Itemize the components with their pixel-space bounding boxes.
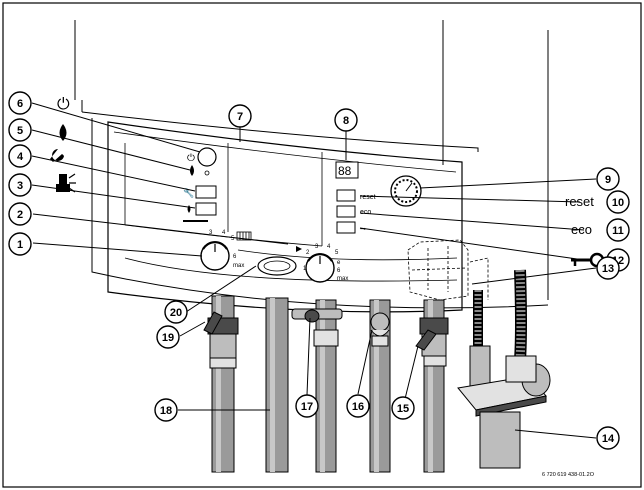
callout-20: 20 xyxy=(164,300,188,324)
svg-text:20: 20 xyxy=(170,307,182,319)
svg-text:19: 19 xyxy=(162,332,174,344)
power-button[interactable] xyxy=(197,147,217,167)
wrench-icon xyxy=(50,149,64,162)
callout-6: 6 xyxy=(8,91,32,115)
dial-right-mark-6: 6 xyxy=(337,268,341,274)
dial-right-mark-2: 2 xyxy=(306,250,310,256)
dial-right-mark-e: e xyxy=(337,260,341,266)
tap-symbol xyxy=(296,246,302,252)
callout-4: 4 xyxy=(8,144,32,168)
service-button[interactable] xyxy=(195,185,217,199)
service-valve-left[interactable] xyxy=(203,311,239,369)
svg-text:7: 7 xyxy=(237,111,243,123)
pipe-hot-water xyxy=(315,299,337,473)
callout-19: 19 xyxy=(156,325,180,349)
dial-left-mark-3: 3 xyxy=(209,230,213,236)
callout-2: 2 xyxy=(8,202,32,226)
svg-text:2: 2 xyxy=(17,209,23,221)
service-valve-right[interactable] xyxy=(415,317,449,367)
svg-text:1: 1 xyxy=(17,239,23,251)
callout-17: 17 xyxy=(295,394,319,418)
callout-5: 5 xyxy=(8,118,32,142)
eco-button-label: eco xyxy=(360,209,371,216)
callout-15: 15 xyxy=(391,396,415,420)
lock-button[interactable] xyxy=(336,221,356,234)
wrench-symbol: 🔧 xyxy=(183,187,194,198)
leader-lines xyxy=(31,102,597,439)
svg-text:13: 13 xyxy=(602,263,614,275)
eco-button[interactable] xyxy=(336,205,356,218)
dial-left-mark-5: 5 xyxy=(231,236,235,242)
callout-11: 11 xyxy=(606,218,630,242)
svg-text:6: 6 xyxy=(17,98,23,110)
dial-left-mark-4: 4 xyxy=(222,230,226,236)
reset-button[interactable] xyxy=(336,189,356,202)
pipe-gas xyxy=(265,297,289,473)
svg-text:16: 16 xyxy=(352,401,364,413)
dial-right-mark-3: 3 xyxy=(315,244,319,250)
status-indicator-lens xyxy=(257,256,297,276)
condensate-siphon xyxy=(457,345,551,469)
eco-label: eco xyxy=(571,222,592,237)
figure-code: 6 720 619 438-01.2O xyxy=(542,472,595,478)
svg-text:9: 9 xyxy=(605,174,611,186)
dial-right-mark-5: 5 xyxy=(335,250,339,256)
callout-3: 3 xyxy=(8,173,32,197)
svg-text:3: 3 xyxy=(17,180,23,192)
callout-1: 1 xyxy=(8,232,32,256)
heating-temperature-dial[interactable] xyxy=(200,241,230,271)
svg-text:8: 8 xyxy=(343,115,349,127)
callout-14: 14 xyxy=(596,426,620,450)
reset-button-label: reset xyxy=(360,194,376,201)
reset-label: reset xyxy=(565,194,594,209)
svg-text:4: 4 xyxy=(17,151,24,163)
callout-18: 18 xyxy=(154,398,178,422)
power-standby-icon: ⏻ xyxy=(57,96,70,113)
dial-left-mark-max: max xyxy=(233,263,244,269)
status-indicator-inner xyxy=(263,260,291,272)
burner-indicator xyxy=(190,165,210,176)
svg-text:11: 11 xyxy=(612,225,624,237)
chimney-sweep-button[interactable] xyxy=(195,202,217,216)
callout-8: 8 xyxy=(334,108,358,132)
flame-icon xyxy=(59,124,67,141)
pressure-gauge xyxy=(390,175,422,207)
hidden-components-outline xyxy=(407,239,489,301)
svg-text:10: 10 xyxy=(612,197,624,209)
callout-9: 9 xyxy=(596,167,620,191)
hot-water-temperature-dial[interactable] xyxy=(305,253,335,283)
svg-text:17: 17 xyxy=(301,401,313,413)
svg-text:14: 14 xyxy=(602,433,615,445)
svg-text:5: 5 xyxy=(17,125,23,137)
key-symbol-small: ⊸ xyxy=(360,226,366,233)
svg-text:15: 15 xyxy=(397,403,409,415)
dial-right-mark-4: 4 xyxy=(327,244,331,250)
digital-display xyxy=(335,161,359,179)
callout-13: 13 xyxy=(596,256,620,280)
cold-water-valve[interactable] xyxy=(370,312,390,347)
gas-cock[interactable] xyxy=(291,308,343,347)
callout-7: 7 xyxy=(228,104,252,128)
power-symbol: ⏻ xyxy=(187,153,195,164)
flame-small-symbol xyxy=(187,205,191,213)
svg-text:18: 18 xyxy=(160,405,172,417)
control-panel xyxy=(81,100,549,313)
flexible-drain-hose xyxy=(473,269,527,361)
dial-left-mark-6: 6 xyxy=(233,254,237,260)
display-digits: 88 xyxy=(338,164,352,178)
dial-right-mark-1: 1 xyxy=(303,266,307,272)
callout-10: 10 xyxy=(606,190,630,214)
callout-16: 16 xyxy=(346,394,370,418)
dial-right-mark-max: max xyxy=(337,276,348,282)
chimney-sweep-icon xyxy=(56,173,76,193)
